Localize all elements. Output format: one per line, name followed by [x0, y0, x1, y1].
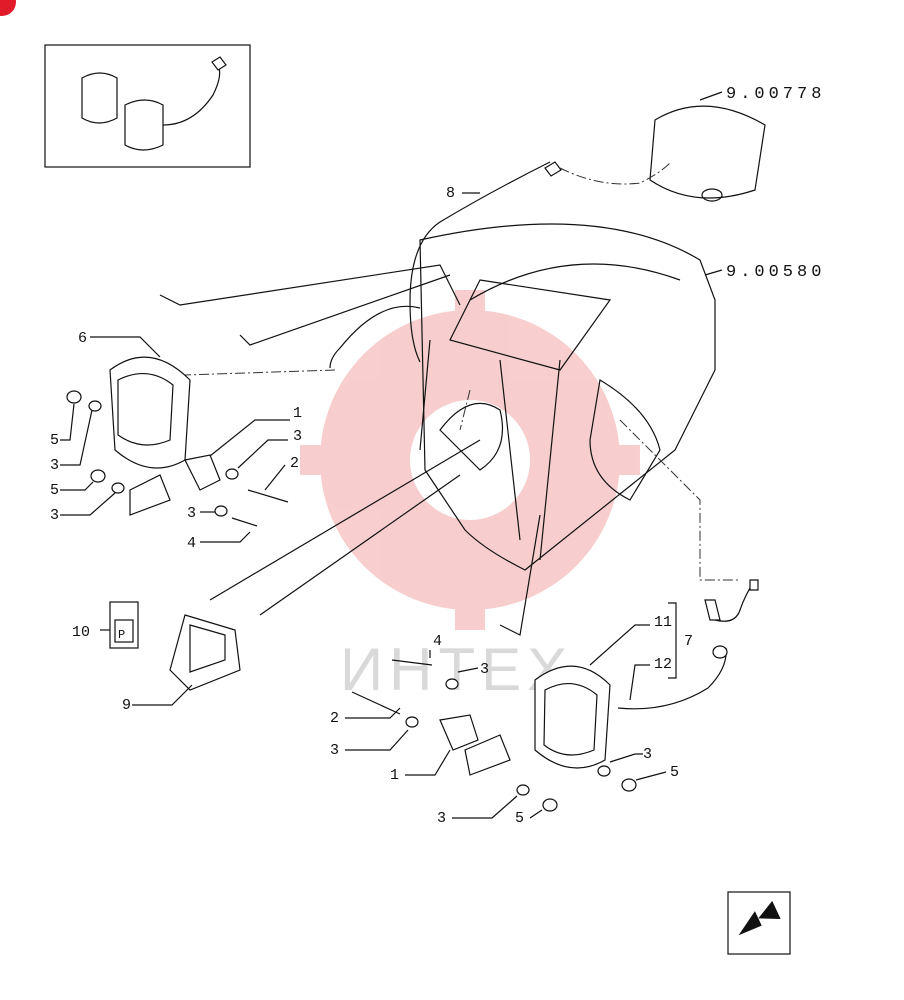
washer-left-2 — [111, 482, 125, 494]
callout-3e: 3 — [480, 661, 489, 678]
watermark-text: ИНТЕХ — [340, 636, 573, 703]
washer-left-1 — [88, 400, 102, 412]
lamp-cable — [617, 647, 727, 710]
callout-1a: 1 — [293, 405, 302, 422]
callout-4a: 4 — [187, 535, 196, 552]
callout-3a: 3 — [50, 457, 59, 474]
inset-lamps-box — [44, 44, 251, 168]
callout-6: 6 — [78, 330, 87, 347]
callout-3f: 3 — [330, 742, 339, 759]
work-lamp-right — [534, 665, 611, 769]
mount-plate-right — [464, 734, 511, 776]
callout-3c: 3 — [293, 428, 302, 445]
callout-2a: 2 — [290, 455, 299, 472]
callout-5c: 5 — [515, 810, 524, 827]
callout-12: 12 — [654, 656, 672, 673]
callout-5a: 5 — [50, 432, 59, 449]
callout-8: 8 — [446, 185, 455, 202]
callout-5d: 5 — [670, 764, 679, 781]
callout-5b: 5 — [50, 482, 59, 499]
cab-frame — [419, 223, 716, 571]
callout-3b: 3 — [50, 507, 59, 524]
callout-3h: 3 — [643, 746, 652, 763]
callout-4b: 4 — [433, 633, 442, 650]
callout-9: 9 — [122, 697, 131, 714]
rocker-switch — [169, 614, 241, 691]
callout-11: 11 — [654, 614, 672, 631]
bolt-long-right — [351, 691, 401, 715]
bracket-right — [439, 714, 479, 751]
callout-3g: 3 — [437, 810, 446, 827]
lamp-top-right — [649, 105, 766, 202]
switch-symbol: P — [118, 628, 125, 642]
corner-badge — [0, 0, 16, 16]
callout-3d: 3 — [187, 505, 196, 522]
work-lamp-left — [109, 356, 191, 469]
next-page-arrow-icon[interactable] — [727, 891, 791, 955]
ref-code-2: 9.00580 — [726, 263, 825, 282]
callout-2b: 2 — [330, 710, 339, 727]
bracket-left — [184, 454, 221, 491]
mount-plate-left — [129, 474, 171, 516]
wiring-harness — [409, 161, 551, 363]
bolt-short-left — [231, 517, 258, 527]
nut-left-1 — [66, 390, 82, 404]
ref-code-1: 9.00778 — [726, 85, 825, 104]
bolt-short-right — [391, 659, 433, 666]
callout-10: 10 — [72, 624, 90, 641]
bolt-long-left — [247, 489, 289, 503]
callout-7: 7 — [684, 633, 693, 650]
callout-1b: 1 — [390, 767, 399, 784]
nut-left-2 — [90, 469, 106, 483]
